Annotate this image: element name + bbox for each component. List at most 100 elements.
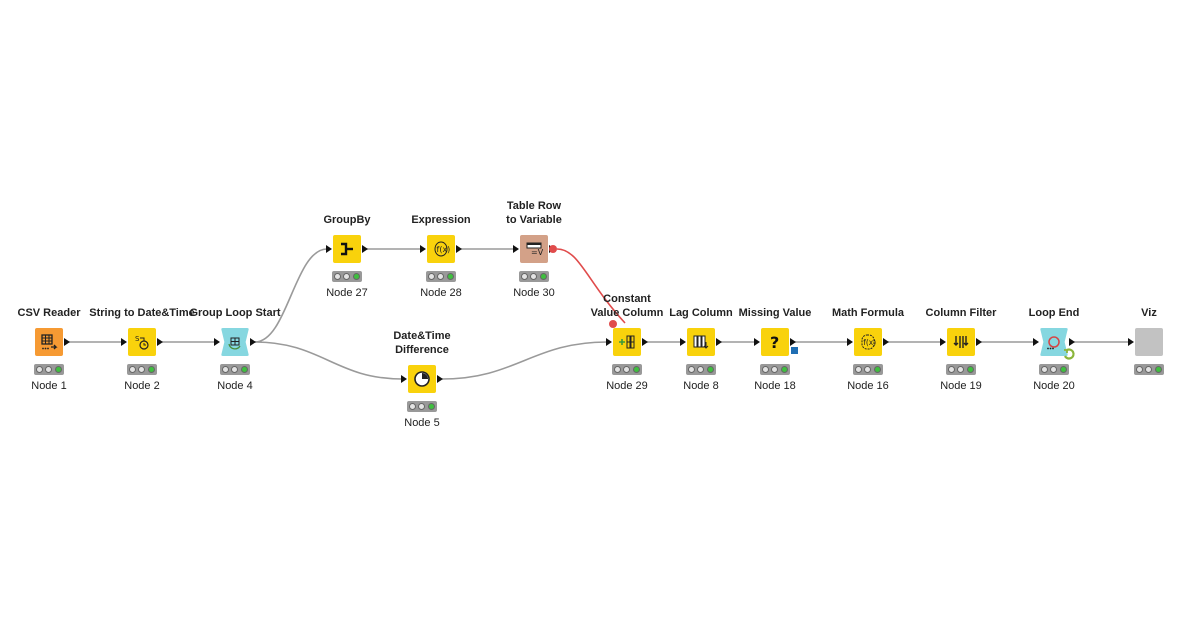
output-port[interactable]: [64, 338, 70, 346]
status-light-green: [873, 366, 881, 373]
missing-value-node[interactable]: ?: [761, 328, 789, 356]
output-port[interactable]: [437, 375, 443, 383]
output-port[interactable]: [716, 338, 722, 346]
csv-reader-node[interactable]: [35, 328, 63, 356]
status-light-off: [855, 366, 863, 373]
math-formula-icon: f(x): [859, 333, 877, 351]
constant-value-column-node[interactable]: [613, 328, 641, 356]
output-port[interactable]: [883, 338, 889, 346]
data-connection[interactable]: [254, 248, 328, 343]
variable-input-port[interactable]: [609, 320, 617, 328]
node-status-lights: [34, 364, 64, 375]
output-port[interactable]: [790, 338, 796, 346]
node-label: Node 18: [754, 380, 796, 392]
output-port[interactable]: [976, 338, 982, 346]
input-port[interactable]: [420, 245, 426, 253]
variable-output-port[interactable]: [549, 245, 557, 253]
output-port[interactable]: [642, 338, 648, 346]
status-light-off: [334, 273, 342, 280]
expression-icon: f(x): [432, 240, 450, 258]
node-status-lights: [1134, 364, 1164, 375]
status-light-green: [539, 273, 547, 280]
expression-node[interactable]: f(x): [427, 235, 455, 263]
input-port[interactable]: [1128, 338, 1134, 346]
math-formula-node[interactable]: f(x): [854, 328, 882, 356]
input-port[interactable]: [754, 338, 760, 346]
node-label: Node 8: [683, 380, 719, 392]
question-icon: ?: [766, 333, 784, 351]
data-connection[interactable]: [441, 341, 608, 380]
output-port[interactable]: [456, 245, 462, 253]
status-light-green: [1154, 366, 1162, 373]
status-light-green: [780, 366, 788, 373]
status-light-off: [948, 366, 956, 373]
node-status-lights: [760, 364, 790, 375]
datetime-difference-node[interactable]: [408, 365, 436, 393]
output-port[interactable]: [1069, 338, 1075, 346]
status-light-off: [623, 366, 631, 373]
status-light-off: [231, 366, 239, 373]
constant-column-icon: [618, 333, 636, 351]
table-icon: [40, 333, 58, 351]
groupby-node[interactable]: [333, 235, 361, 263]
input-port[interactable]: [214, 338, 220, 346]
string-clock-icon: S: [133, 333, 151, 351]
status-light-off: [864, 366, 872, 373]
svg-text:f(x): f(x): [863, 338, 876, 347]
node-status-lights: [853, 364, 883, 375]
status-light-off: [45, 366, 53, 373]
node-title: Constant Value Column: [590, 293, 664, 319]
node-title: Missing Value: [738, 307, 812, 319]
status-light-off: [762, 366, 770, 373]
input-port[interactable]: [680, 338, 686, 346]
model-output-port[interactable]: [791, 347, 798, 354]
groupby-icon: [338, 240, 356, 258]
status-light-off: [530, 273, 538, 280]
node-label: Node 16: [847, 380, 889, 392]
loop-end-node[interactable]: [1040, 328, 1068, 356]
input-port[interactable]: [401, 375, 407, 383]
column-filter-node[interactable]: [947, 328, 975, 356]
input-port[interactable]: [847, 338, 853, 346]
node-label: Node 2: [124, 380, 160, 392]
svg-text:?: ?: [770, 333, 779, 351]
output-port[interactable]: [362, 245, 368, 253]
svg-text:=V: =V: [531, 248, 543, 257]
status-light-off: [521, 273, 529, 280]
status-light-green: [1059, 366, 1067, 373]
status-light-off: [957, 366, 965, 373]
input-port[interactable]: [606, 338, 612, 346]
output-port[interactable]: [250, 338, 256, 346]
table-row-to-variable-node[interactable]: =V: [520, 235, 548, 263]
node-status-lights: [612, 364, 642, 375]
status-light-off: [1145, 366, 1153, 373]
input-port[interactable]: [940, 338, 946, 346]
input-port[interactable]: [1033, 338, 1039, 346]
output-port[interactable]: [157, 338, 163, 346]
node-title: Math Formula: [831, 307, 905, 319]
status-light-green: [352, 273, 360, 280]
node-status-lights: [519, 271, 549, 282]
node-status-lights: [127, 364, 157, 375]
input-port[interactable]: [121, 338, 127, 346]
status-light-off: [437, 273, 445, 280]
status-light-off: [428, 273, 436, 280]
group-loop-start-node[interactable]: [221, 328, 249, 356]
column-filter-icon: [952, 333, 970, 351]
status-light-off: [36, 366, 44, 373]
status-light-off: [409, 403, 417, 410]
status-light-green: [966, 366, 974, 373]
viz-node[interactable]: [1135, 328, 1163, 356]
data-connection[interactable]: [254, 341, 403, 380]
input-port[interactable]: [326, 245, 332, 253]
node-title: Table Row to Variable: [506, 200, 562, 226]
status-light-off: [1136, 366, 1144, 373]
status-light-off: [129, 366, 137, 373]
svg-text:S: S: [135, 335, 140, 343]
node-status-lights: [1039, 364, 1069, 375]
lag-column-node[interactable]: [687, 328, 715, 356]
variable-connection[interactable]: [556, 248, 626, 324]
string-to-datetime-node[interactable]: S: [128, 328, 156, 356]
input-port[interactable]: [513, 245, 519, 253]
